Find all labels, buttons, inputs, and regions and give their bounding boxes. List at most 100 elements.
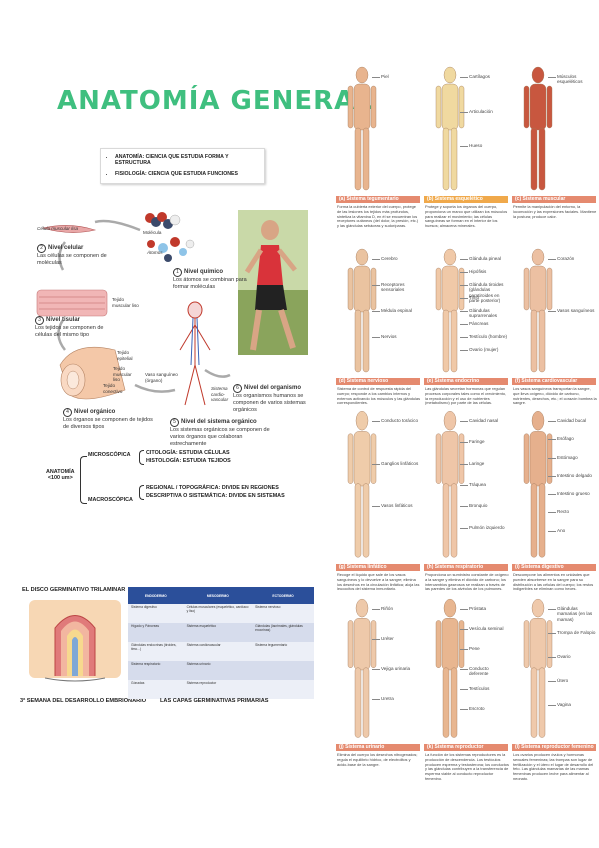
annotation-leader [460, 259, 468, 260]
annotation-label: Estómago [557, 454, 578, 460]
annotation-leader [548, 439, 556, 441]
body-figure-icon [523, 66, 553, 191]
annotation-leader [460, 272, 468, 273]
runner-photo [238, 210, 308, 355]
system-description: Forma la cubierta exterior del cuerpo, p… [337, 204, 419, 229]
annotation-leader [548, 633, 556, 634]
level-text: Los átomos se combinan para formar moléc… [173, 277, 247, 290]
annotation-leader [548, 681, 556, 682]
annotation-leader [460, 111, 468, 113]
annotation-leader [548, 259, 556, 260]
annotation-label: Médula espinal [381, 308, 412, 313]
disc-caption: 3ª SEMANA DEL DESARROLLO EMBRIONARIO [20, 698, 147, 704]
macro-brace [139, 485, 144, 500]
annotation-leader [460, 689, 468, 690]
level-number: 4 [63, 408, 72, 417]
annotation-label: Glándulas suprarrenales [469, 308, 498, 319]
level-text: Las células se componen de moléculas [37, 253, 107, 266]
annotation-leader [460, 311, 468, 312]
body-figure-icon [523, 598, 553, 738]
system-label: (l) Sistema reproductor femenino [512, 744, 596, 751]
body-figure-icon [347, 248, 377, 373]
table-row: Sistema respiratorio Sistema urinario [128, 661, 314, 680]
trilaminar-disc-illustration [29, 600, 121, 682]
annotation-label: Vasos sanguíneos [557, 308, 595, 313]
annotation-leader [548, 705, 556, 706]
table-cell: Glándulas endocrinas (tiroides, timo...) [128, 642, 184, 661]
annotation-label: Glándula tiroides (glándulas paratiroide… [469, 282, 504, 303]
level-number: 5 [170, 418, 179, 427]
cell-caption: Célula muscular lisa [37, 226, 79, 231]
table-header-row: ENDODERMO MESODERMO ECTODERMO [128, 587, 314, 604]
annotation-label: Faringe [469, 439, 485, 445]
level-number: 1 [173, 268, 182, 277]
system-description: Sistema de control de respuesta rápida d… [337, 386, 421, 406]
annotation-label: Ano [557, 527, 566, 533]
system-description: Descompone los alimentos en unidades que… [513, 572, 594, 592]
body-figure-icon [435, 248, 465, 373]
system-description: Los ovarios producen óvulos y hormonas s… [513, 752, 594, 781]
annotation-label: Cerebro [381, 256, 398, 261]
macro-items: REGIONAL / TOPOGRÁFICA: DIVIDE EN REGION… [146, 484, 285, 500]
header-mesoderm: MESODERMO [183, 587, 253, 604]
annotation-leader [548, 494, 556, 496]
annotation-leader [548, 77, 556, 78]
annotation-leader [548, 457, 556, 459]
macro-label: MACROSCÓPICA [88, 497, 133, 503]
annotation-leader [460, 527, 468, 529]
level-title: Nivel del sistema orgánico [181, 419, 257, 425]
anatomy-tree: ANATOMÍA <100 um> MICROSCÓPICA MACROSCÓP… [42, 450, 302, 530]
system-description: La función de los sistemas reproductores… [425, 752, 509, 781]
annotation-label: Músculos esqueléticos [557, 74, 583, 85]
annotation-leader [548, 609, 556, 610]
table-cell: Sistema tegumentario [252, 642, 314, 661]
annotation-leader [548, 475, 556, 477]
organ-label-connective: Tejido conectivo [103, 383, 123, 394]
annotation-leader [372, 639, 380, 640]
table-cell [252, 680, 314, 699]
annotation-leader [548, 657, 556, 658]
system-description: Recoge el líquido que sale de los vasos … [337, 572, 420, 592]
root-brace [80, 456, 87, 504]
annotation-label: Hipófisis [469, 269, 487, 274]
system-description: Las glándulas secretan hormonas que regu… [425, 386, 507, 406]
system-description: Elimina del cuerpo los desechos nitrogen… [337, 752, 418, 767]
annotation-label: Vagina [557, 702, 571, 707]
molecule-caption: Molécula [143, 230, 162, 235]
tree-root-label: ANATOMÍA [46, 469, 75, 475]
annotation-label: Intestino grueso [557, 491, 590, 497]
table-row: Glándulas endocrinas (tiroides, timo...)… [128, 642, 314, 661]
annotation-leader [460, 485, 468, 486]
system-label: (b) Sistema esquelético [424, 196, 508, 203]
system-description: Permite la manipulación del entorno, la … [513, 204, 597, 219]
system-description: Proporciona un suministro constante de o… [425, 572, 509, 592]
annotation-leader [372, 609, 380, 610]
annotation-label: Testículos [469, 686, 490, 691]
table-cell [252, 661, 314, 680]
system-cell: Glándulas mamarias (en las mamas)Trompa … [512, 594, 598, 786]
annotation-leader [460, 649, 468, 650]
annotation-label: Uréter [381, 636, 394, 641]
annotation-leader [548, 421, 556, 422]
tree-item: DESCRIPTIVA O SISTEMÁTICA: DIVIDE EN SIS… [146, 493, 285, 499]
annotation-leader [372, 285, 380, 286]
annotation-label: Páncreas [469, 321, 489, 326]
annotation-label: Conducto torácico [381, 418, 419, 423]
table-cell: Sistema urinario [183, 661, 253, 680]
annotation-leader [460, 609, 468, 610]
level-number: 3 [35, 316, 44, 325]
annotation-label: Piel [381, 74, 389, 79]
atoms-caption: Átomos [147, 250, 163, 255]
body-figure-icon [347, 410, 377, 558]
annotation-label: Útero [557, 678, 569, 683]
system-label: (i) Sistema digestivo [512, 564, 596, 571]
annotation-label: Riñón [381, 606, 394, 611]
table-row: Sistema digestivo Células musculares (es… [128, 604, 314, 623]
annotation-leader [548, 512, 556, 514]
definition-anatomy: ANATOMÍA: CIENCIA QUE ESTUDIA FORMA Y ES… [115, 154, 264, 166]
